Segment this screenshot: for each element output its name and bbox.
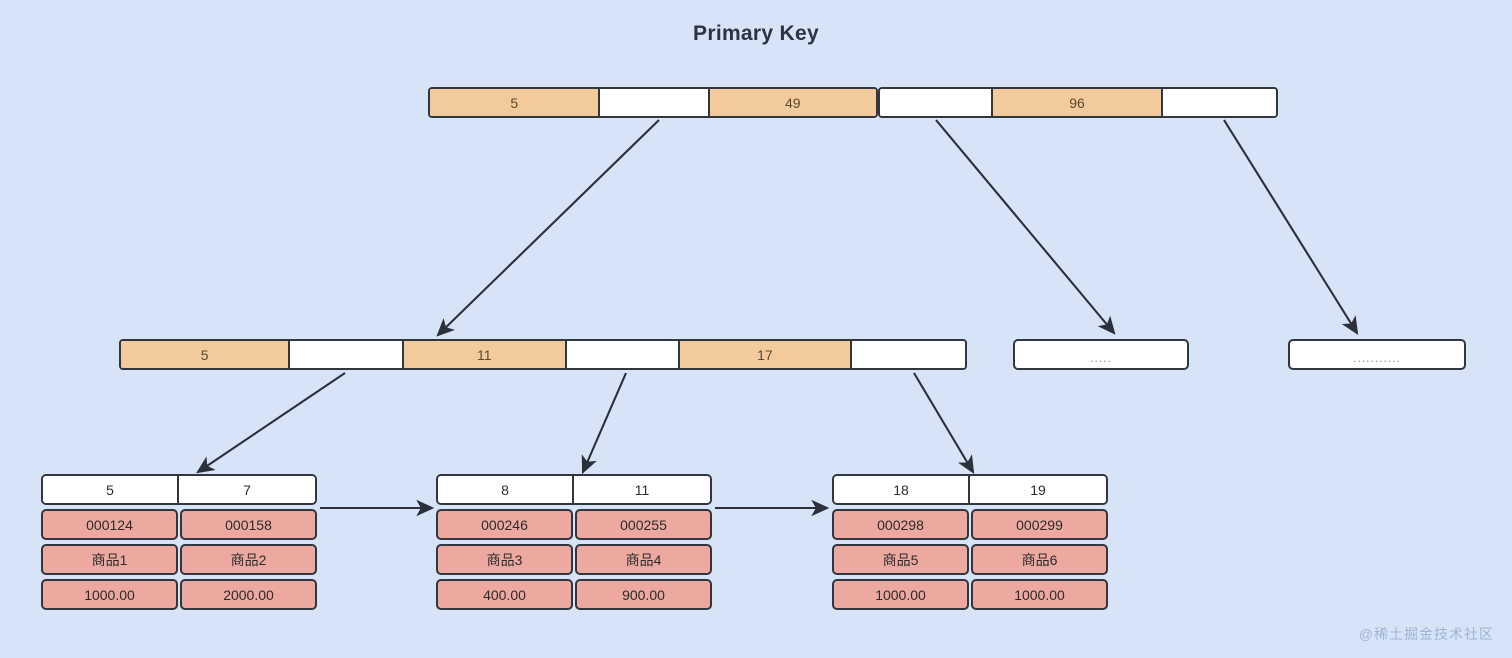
- leaf-3-name-2[interactable]: 商品6: [971, 544, 1108, 575]
- root-cell-pointer-2[interactable]: [880, 89, 993, 116]
- edge-internal-to-leaf-3: [913, 372, 975, 474]
- leaf-1-id-1[interactable]: 000124: [41, 509, 178, 540]
- root-cell-key-1[interactable]: 5: [430, 89, 601, 116]
- internal-node-ellipsis-2[interactable]: ...........: [1288, 339, 1466, 370]
- leaf-3-row-name: 商品5 商品6: [832, 544, 1108, 575]
- edge-root-to-internal-3: [1223, 119, 1359, 335]
- leaf-2-row-price: 400.00 900.00: [436, 579, 712, 610]
- leaf-2-price-2[interactable]: 900.00: [575, 579, 712, 610]
- leaf-1-key-2[interactable]: 7: [179, 476, 315, 503]
- leaf-1-row-name: 商品1 商品2: [41, 544, 317, 575]
- internal-node[interactable]: 5 11 17: [119, 339, 967, 370]
- leaf-3-row-price: 1000.00 1000.00: [832, 579, 1108, 610]
- leaf-1-price-1[interactable]: 1000.00: [41, 579, 178, 610]
- leaf-node-2[interactable]: 8 11 000246 000255 商品3 商品4 400.00 900.00: [436, 474, 712, 610]
- leaf-1-name-1[interactable]: 商品1: [41, 544, 178, 575]
- leaf-1-row-id: 000124 000158: [41, 509, 317, 540]
- edge-root-to-internal-1: [436, 119, 660, 337]
- leaf-2-name-1[interactable]: 商品3: [436, 544, 573, 575]
- leaf-2-key-2[interactable]: 11: [574, 476, 710, 503]
- root-node-continued[interactable]: 96: [878, 87, 1278, 118]
- leaf-node-3[interactable]: 18 19 000298 000299 商品5 商品6 1000.00 1000…: [832, 474, 1108, 610]
- internal-cell-key-2[interactable]: 11: [403, 341, 567, 368]
- leaf-3-row-id: 000298 000299: [832, 509, 1108, 540]
- edge-internal-to-leaf-2: [581, 372, 627, 475]
- leaf-2-key-row: 8 11: [436, 474, 712, 505]
- watermark: @稀土掘金技术社区: [1358, 626, 1494, 642]
- edge-root-to-internal-2: [935, 119, 1116, 335]
- internal-cell-key-3[interactable]: 17: [680, 341, 852, 368]
- internal-cell-pointer-2[interactable]: [566, 341, 681, 368]
- leaf-3-key-2[interactable]: 19: [970, 476, 1106, 503]
- internal-cell-pointer-3[interactable]: [851, 341, 965, 368]
- leaf-1-key-1[interactable]: 5: [43, 476, 179, 503]
- leaf-3-key-row: 18 19: [832, 474, 1108, 505]
- root-cell-key-2[interactable]: 49: [709, 89, 876, 116]
- leaf-3-price-2[interactable]: 1000.00: [971, 579, 1108, 610]
- leaf-1-row-price: 1000.00 2000.00: [41, 579, 317, 610]
- leaf-3-id-2[interactable]: 000299: [971, 509, 1108, 540]
- leaf-3-id-1[interactable]: 000298: [832, 509, 969, 540]
- leaf-2-row-name: 商品3 商品4: [436, 544, 712, 575]
- page-title: Primary Key: [693, 22, 819, 45]
- internal-node-ellipsis-1[interactable]: .....: [1013, 339, 1189, 370]
- leaf-2-name-2[interactable]: 商品4: [575, 544, 712, 575]
- leaf-3-name-1[interactable]: 商品5: [832, 544, 969, 575]
- root-cell-key-3[interactable]: 96: [992, 89, 1164, 116]
- leaf-1-id-2[interactable]: 000158: [180, 509, 317, 540]
- leaf-2-id-2[interactable]: 000255: [575, 509, 712, 540]
- leaf-2-id-1[interactable]: 000246: [436, 509, 573, 540]
- leaf-1-key-row: 5 7: [41, 474, 317, 505]
- leaf-3-price-1[interactable]: 1000.00: [832, 579, 969, 610]
- leaf-3-key-1[interactable]: 18: [834, 476, 970, 503]
- leaf-2-row-id: 000246 000255: [436, 509, 712, 540]
- leaf-2-key-1[interactable]: 8: [438, 476, 574, 503]
- root-cell-pointer-3[interactable]: [1163, 89, 1276, 116]
- edge-internal-to-leaf-1: [196, 372, 346, 474]
- root-node[interactable]: 5 49: [428, 87, 878, 118]
- root-cell-pointer-1[interactable]: [600, 89, 710, 116]
- leaf-1-name-2[interactable]: 商品2: [180, 544, 317, 575]
- leaf-2-price-1[interactable]: 400.00: [436, 579, 573, 610]
- internal-cell-pointer-1[interactable]: [290, 341, 404, 368]
- internal-cell-key-1[interactable]: 5: [121, 341, 291, 368]
- leaf-node-1[interactable]: 5 7 000124 000158 商品1 商品2 1000.00 2000.0…: [41, 474, 317, 610]
- leaf-1-price-2[interactable]: 2000.00: [180, 579, 317, 610]
